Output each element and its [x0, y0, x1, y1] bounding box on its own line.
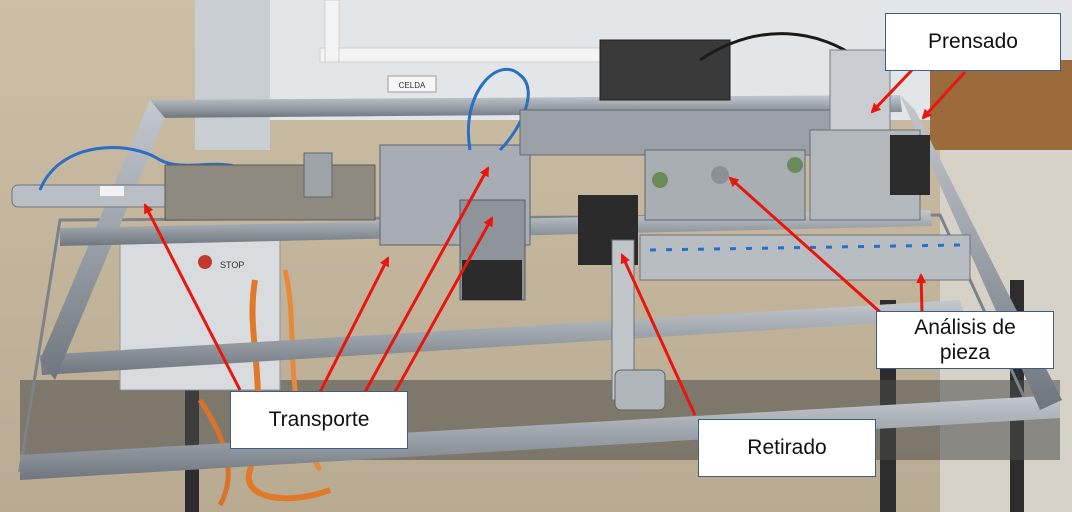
- front-rail: [20, 395, 1060, 480]
- sensor: [711, 166, 729, 184]
- blue-hose: [467, 67, 530, 152]
- stop-button: [198, 255, 212, 269]
- arrow-retirado: [620, 253, 697, 416]
- arrow-analisis-2: [916, 273, 927, 313]
- transport-bed: [164, 164, 376, 221]
- celda-sign: [387, 75, 437, 93]
- sensor-bracket: [644, 149, 806, 221]
- callout-transporte: Transporte: [230, 391, 408, 449]
- wood-board: [930, 60, 1072, 150]
- arrows: [143, 68, 967, 416]
- middle-rail: [40, 300, 965, 375]
- callout-prensado: Prensado: [885, 13, 1061, 71]
- celda-sign-text: CELDA: [399, 81, 426, 90]
- callout-analisis-pieza: Análisis de pieza: [876, 311, 1054, 369]
- valve-manifold: [599, 39, 731, 101]
- callout-transporte-text: Transporte: [268, 408, 370, 432]
- arrow-prensado-1: [870, 68, 914, 114]
- removal-valve: [614, 369, 666, 411]
- arrow-analisis-1: [728, 176, 881, 314]
- press-black-body: [890, 135, 930, 195]
- cable-duct: [519, 109, 851, 156]
- right-conveyor: [639, 234, 971, 281]
- callout-analisis-line2: pieza: [939, 341, 991, 364]
- arrow-prensado-2: [921, 70, 967, 120]
- callout-retirado: Retirado: [698, 419, 876, 477]
- wall-pillar: [195, 0, 270, 150]
- arrow-transporte-3: [363, 166, 490, 393]
- press-cylinder: [829, 49, 891, 141]
- blue-ticks: [649, 243, 961, 252]
- sensor: [787, 157, 803, 173]
- cylinder-label: [100, 186, 124, 196]
- arrow-transporte-2: [318, 256, 390, 393]
- arrow-transporte-4: [393, 216, 494, 393]
- stop-marker: STOP: [220, 260, 244, 270]
- callout-prensado-text: Prensado: [928, 30, 1018, 54]
- wall-pipe: [319, 47, 621, 63]
- callout-analisis-line1: Análisis de: [914, 315, 1016, 339]
- grey-cup: [303, 152, 333, 198]
- callout-retirado-text: Retirado: [747, 436, 827, 460]
- sensor: [652, 172, 668, 188]
- black-block: [462, 260, 522, 300]
- wall-pipe-vertical: [324, 0, 340, 63]
- arrow-transporte-1: [143, 203, 242, 391]
